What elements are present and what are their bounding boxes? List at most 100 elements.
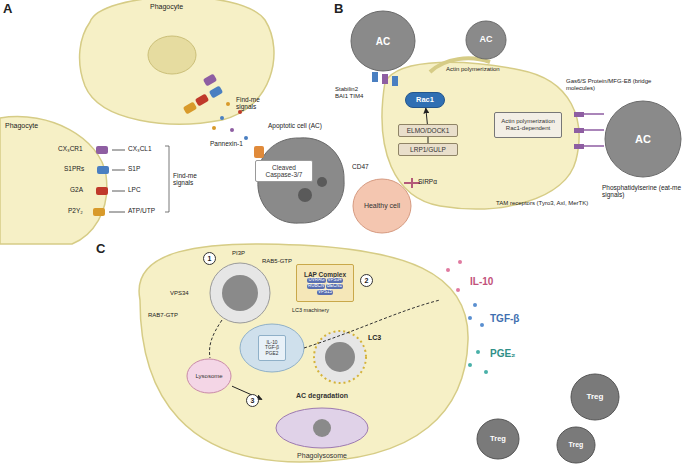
text-label: A [3,2,12,16]
engulfed-ac [325,342,355,372]
cytokine-dot [456,288,460,292]
node-text: Treg [587,393,604,402]
cytokine-dot [480,323,484,327]
cell-body [187,359,231,393]
receptor-p2y2 [93,208,105,216]
signal-dot [226,102,230,106]
text-label: TGF-β [490,313,519,324]
text-label: CD47 [352,163,369,170]
node-text: Phagolysosome [297,452,347,460]
text-label: SIRPα [418,178,437,185]
tam-receptor [574,128,584,133]
text-label: Find-me signals [236,96,272,110]
text-label: P2Y₂ [68,207,83,214]
cytokine-dot [468,316,472,320]
signal-dot [238,110,242,114]
lap-phagosome [314,331,366,383]
node-text: Treg [569,441,584,449]
receptor [195,94,209,107]
receptor [203,74,217,87]
label-box: Cleaved Caspase-3/7 [255,160,313,182]
nuclear-fragment [317,177,327,187]
cell-body [557,427,595,463]
text-label: CX₃CL1 [128,145,152,152]
node-text: LRP1/GULP [410,146,446,153]
signal-dot [230,128,234,132]
ligand-arrows [109,150,125,212]
node-text: Lysosome [195,373,222,380]
cytokine-dot [473,303,477,307]
cell-shape: Lysosome [186,358,232,394]
text-label: Gas6/S Protein/MFG-E8 (bridge molecules) [566,78,670,91]
tam-receptor [574,144,584,149]
cell-body [353,179,411,233]
cell-shape: AC degradationPhagolysosome [262,392,382,460]
node-text: TGF-β [265,345,279,350]
label-box: IL-10TGF-βPGE2 [258,335,286,361]
text-label: C [96,242,105,256]
text-label: RAB7-GTP [148,312,178,319]
text-label: Apoptotic cell (AC) [268,122,322,129]
receptor [209,86,223,99]
cell-body [351,11,415,71]
cell-shape: Treg [476,418,520,460]
cd47-sirpa [404,178,420,188]
cell-shape: Healthy cell [352,178,412,234]
cell-body [477,419,519,459]
phagocyte-cell [139,244,468,462]
node-text: VPS15 [317,290,333,295]
text-label: Phagocyte [5,122,38,130]
node-text: IL-10 [267,340,278,345]
text-label: PGE₂ [490,348,516,359]
text-label: Actin polymerization [446,66,500,73]
phagolysosome-body [276,408,368,448]
text-label: PI3P [232,250,245,257]
node-text: BECN1 [326,284,343,289]
text-label: Phosphatidylserine (eat-me signals) [602,184,684,198]
receptor-cx3cr1 [96,146,108,154]
cell-body [605,101,681,177]
text-label: Find-me signals [173,172,211,186]
degrading-ac [313,419,331,437]
bridge-molecules [584,114,604,146]
cell-nucleus [240,324,304,372]
text-label: Pannexin-1 [210,140,243,147]
text-label: VPS34 [170,290,189,297]
label-box: Actin polymerization Rac1-dependent [494,112,562,138]
cell-shape: AC [604,100,682,178]
pannexin-channel [254,146,264,158]
node-text: LAP Complex [299,271,351,278]
receptor [183,102,197,115]
shape-outline [262,392,382,460]
cytokine-dot [468,363,472,367]
cell-shape: Treg [556,426,596,464]
text-label: ATP/UTP [128,207,155,214]
nuclear-fragment [298,188,312,202]
node-text: Treg [490,435,506,443]
receptor-s1pr [97,166,109,174]
node-text: Cleaved Caspase-3/7 [258,164,310,178]
node-text: AC [635,133,651,145]
bracket [165,146,169,212]
text-label: G2A [70,186,83,193]
text-label: RAB5-GTP [262,258,292,265]
node-text: PGE2 [266,351,279,356]
receptor [392,76,398,86]
text-label: CX₃CR1 [58,145,83,152]
node-text: UVRAG [307,278,325,283]
callout-number: 1 [203,252,216,265]
node-text: AC [376,36,390,47]
node-text: VPS34 [327,278,343,283]
cell-body [466,21,506,59]
callout-number: 3 [246,394,259,407]
cytokine-dot [458,260,462,264]
cell-nucleus [148,36,196,74]
text-label: Phagocyte [150,3,183,11]
signal-dot [244,136,248,140]
receptor-group [183,74,223,115]
connector [426,108,428,124]
text-label: S1P [128,165,140,172]
engulfed-ac [222,275,258,311]
label-box: Rac1 [405,92,445,108]
text-label: LPC [128,186,141,193]
